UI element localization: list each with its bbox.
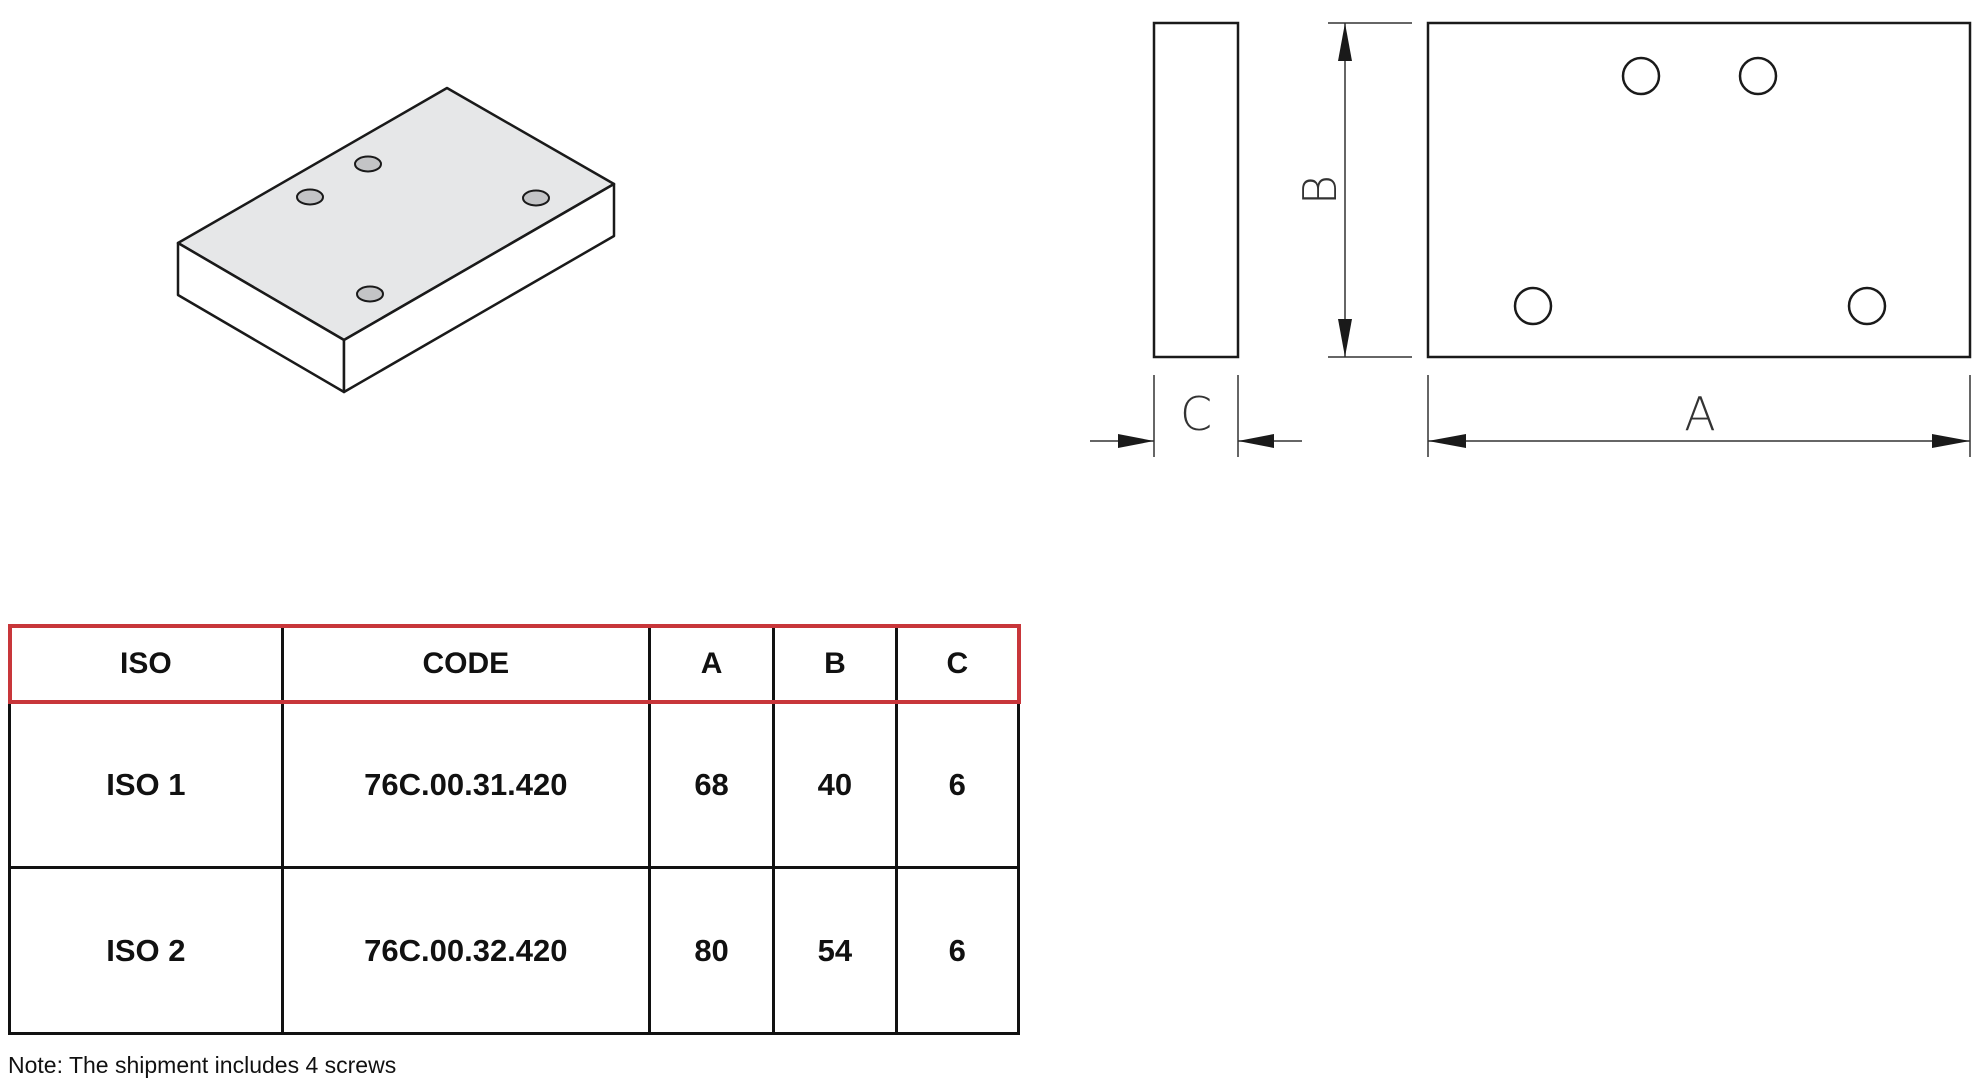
iso-hole-1 xyxy=(354,155,382,173)
cell-a: 68 xyxy=(647,700,776,869)
iso-hole-3 xyxy=(522,189,550,207)
header-c: C xyxy=(894,624,1021,703)
header-b: B xyxy=(772,624,898,703)
dim-label-b: B xyxy=(1293,175,1347,205)
cell-b: 40 xyxy=(772,700,898,869)
dim-a-arrow-left xyxy=(1428,434,1466,448)
plate-side-face xyxy=(342,182,616,394)
shipment-note: Note: The shipment includes 4 screws xyxy=(8,1052,397,1078)
table-header-row: ISO CODE A B C xyxy=(7,623,1021,704)
table-row: ISO 1 76C.00.31.420 68 40 6 xyxy=(8,700,1021,869)
front-hole-4 xyxy=(1847,286,1887,326)
front-hole-3 xyxy=(1513,286,1553,326)
dim-label-c: C xyxy=(1180,387,1212,441)
cell-iso: ISO 1 xyxy=(8,700,284,869)
dim-a-arrow-right xyxy=(1932,434,1970,448)
front-hole-2 xyxy=(1738,56,1778,96)
dim-b-arrow-bottom xyxy=(1338,319,1352,357)
side-view: C xyxy=(1090,21,1302,457)
dim-c-arrow-right xyxy=(1238,434,1274,448)
cell-a: 80 xyxy=(647,866,776,1035)
cell-code: 76C.00.32.420 xyxy=(280,866,651,1035)
iso-hole-4 xyxy=(356,285,384,303)
side-view-outline xyxy=(1152,21,1240,359)
cell-code: 76C.00.31.420 xyxy=(280,700,651,869)
cell-iso: ISO 2 xyxy=(8,866,284,1035)
header-code: CODE xyxy=(280,624,651,703)
iso-hole-2 xyxy=(296,188,324,206)
cell-b: 54 xyxy=(772,866,898,1035)
table-row: ISO 2 76C.00.32.420 80 54 6 xyxy=(8,866,1021,1035)
header-a: A xyxy=(647,624,776,703)
dim-c-arrow-left xyxy=(1118,434,1154,448)
cell-c: 6 xyxy=(894,866,1021,1035)
front-view: B A xyxy=(1293,21,1972,457)
cell-c: 6 xyxy=(894,700,1021,869)
header-iso: ISO xyxy=(8,624,284,703)
specification-table: ISO CODE A B C ISO 1 76C.00.31.420 68 40… xyxy=(7,623,1021,1035)
isometric-plate-view xyxy=(176,86,616,394)
dim-b-arrow-top xyxy=(1338,23,1352,61)
dim-label-a: A xyxy=(1684,387,1715,441)
front-view-outline xyxy=(1426,21,1972,359)
front-hole-1 xyxy=(1621,56,1661,96)
